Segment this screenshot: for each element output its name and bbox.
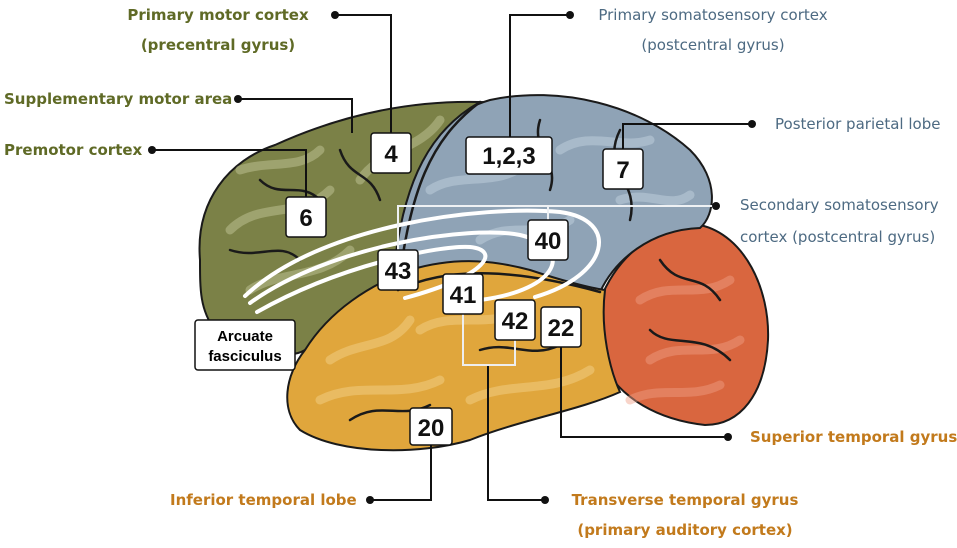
label-inferior-temporal-lobe: Inferior temporal lobe — [170, 491, 357, 509]
svg-text:4: 4 — [384, 141, 398, 168]
area-43-box: 43 — [377, 249, 419, 291]
label-transverse-temporal-gyrus: Transverse temporal gyrus — [572, 491, 799, 509]
label-postcentral-gyrus: (postcentral gyrus) — [641, 36, 784, 54]
area-6-box: 6 — [285, 196, 327, 238]
leader-lines — [148, 11, 756, 504]
svg-text:40: 40 — [535, 228, 562, 255]
label-primary-somatosensory-cortex: Primary somatosensory cortex — [598, 6, 827, 24]
svg-text:22: 22 — [548, 315, 575, 342]
label-primary-auditory-cortex: (primary auditory cortex) — [577, 521, 792, 539]
label-supplementary-motor-area: Supplementary motor area — [4, 90, 232, 108]
svg-text:6: 6 — [299, 205, 312, 232]
svg-text:7: 7 — [616, 157, 629, 184]
label-posterior-parietal-lobe: Posterior parietal lobe — [775, 115, 940, 133]
label-precentral-gyrus: (precentral gyrus) — [141, 36, 295, 54]
area-41-box: 41 — [442, 273, 484, 315]
area-7-box: 7 — [602, 148, 644, 190]
label-secondary-somatosensory: Secondary somatosensory — [740, 196, 939, 214]
area-4-box: 4 — [370, 132, 412, 174]
svg-text:1,2,3: 1,2,3 — [482, 143, 535, 170]
svg-text:42: 42 — [502, 308, 529, 335]
label-premotor-cortex: Premotor cortex — [4, 141, 143, 159]
label-secondary-somatosensory-cortex: cortex (postcentral gyrus) — [740, 228, 935, 246]
temporal-lobe — [286, 260, 622, 452]
area-1-2-3-box: 1,2,3 — [465, 136, 553, 175]
svg-text:Arcuate: Arcuate — [217, 328, 273, 345]
area-42-box: 42 — [494, 299, 536, 341]
svg-text:43: 43 — [385, 258, 412, 285]
area-20-box: 20 — [409, 407, 453, 446]
svg-text:41: 41 — [450, 282, 477, 309]
label-primary-motor-cortex: Primary motor cortex — [127, 6, 309, 24]
svg-text:20: 20 — [418, 415, 445, 442]
area-40-box: 40 — [527, 219, 569, 261]
svg-text:fasciculus: fasciculus — [208, 348, 281, 365]
arcuate-fasciculus-box: Arcuate fasciculus — [194, 319, 296, 371]
label-superior-temporal-gyrus: Superior temporal gyrus — [750, 428, 957, 446]
area-22-box: 22 — [540, 306, 582, 348]
